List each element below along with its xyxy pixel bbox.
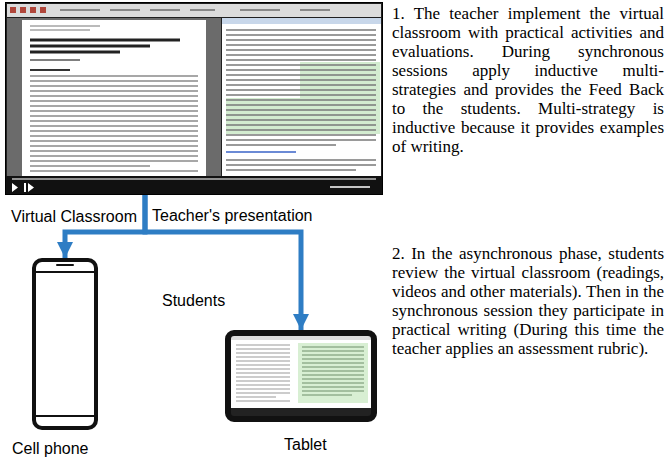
tablet-box: Tablet — [225, 330, 377, 422]
tablet-screen — [231, 336, 371, 416]
toolbar-menu — [60, 9, 330, 11]
pdf-page — [22, 20, 206, 176]
toolbar — [7, 4, 381, 17]
tablet-text-lines — [236, 345, 290, 401]
document-pane — [222, 18, 381, 176]
description-text: 2. In the asynchronous phase, students r… — [392, 244, 664, 358]
player-controls — [12, 183, 34, 192]
screenshot-box: Virtual Classroom — [5, 2, 383, 195]
player-volume — [330, 186, 370, 188]
node-caption: Tablet — [284, 436, 327, 454]
flow-arrow — [65, 195, 145, 258]
highlight — [226, 98, 380, 134]
page-heading — [30, 69, 70, 71]
phone-details — [36, 265, 94, 416]
screenshot-ground — [5, 2, 383, 195]
phone-speaker — [57, 264, 73, 266]
page-text-lines — [30, 76, 198, 171]
viewer-ground — [7, 18, 221, 176]
player-progress — [12, 178, 376, 180]
classroom-screenshot — [5, 2, 383, 195]
node-caption: Cell phone — [12, 440, 89, 458]
phone-box: Cell phone — [32, 258, 98, 430]
annotation: Students — [162, 292, 225, 310]
player-bar — [5, 176, 383, 195]
page-authors — [30, 59, 80, 61]
tablet-display — [231, 336, 371, 416]
page-title — [30, 40, 180, 52]
tablet-player-bar — [231, 408, 371, 416]
node-caption: Virtual Classroom — [11, 208, 137, 226]
description-text: 1. The teacher implement the virtual cla… — [392, 4, 664, 156]
annotation: Teacher's presentation — [152, 207, 312, 225]
document-text-lines — [226, 30, 376, 170]
tablet-highlight — [298, 343, 368, 403]
tablet-toolbar — [231, 336, 371, 340]
page-header — [30, 26, 100, 30]
phone-bezel-lines — [36, 272, 94, 416]
toolbar-icons — [10, 7, 46, 13]
document-link — [226, 151, 296, 152]
document-ruler — [222, 18, 381, 24]
tablet-doc-lines — [302, 347, 364, 395]
